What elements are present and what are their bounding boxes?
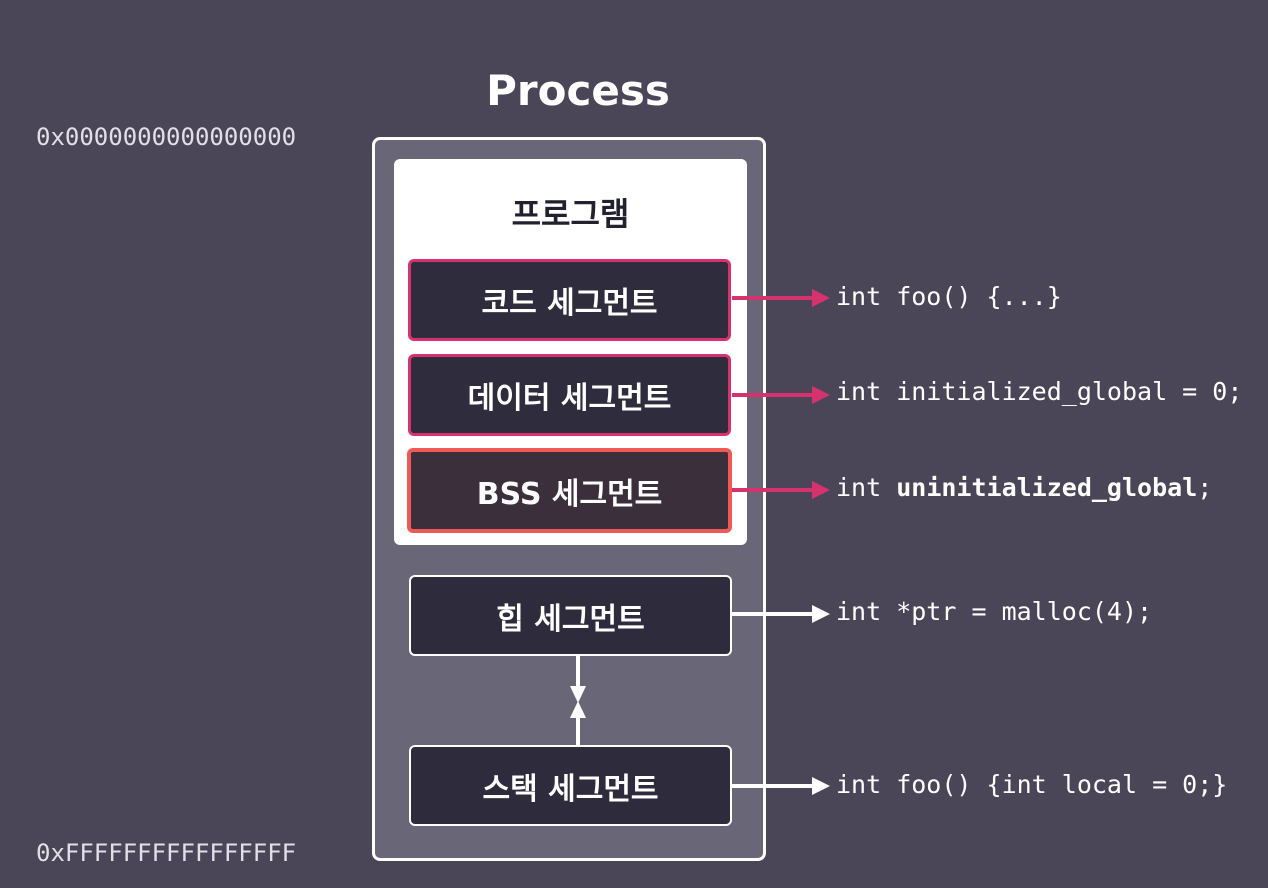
address-start: 0x0000000000000000 [36, 123, 297, 151]
bss-example-suffix: ; [1197, 473, 1213, 502]
bss-example: int uninitialized_global; [836, 473, 1212, 502]
stack-example: int foo() {int local = 0;} [836, 770, 1228, 799]
data-segment-label: 데이터 세그먼트 [467, 381, 672, 416]
code-example: int foo() {...} [836, 282, 1062, 311]
stack-segment-label: 스택 세그먼트 [482, 771, 659, 807]
bss-arrow [732, 481, 830, 499]
bss-example-variable: uninitialized_global [896, 473, 1198, 502]
data-example: int initialized_global = 0; [836, 377, 1243, 406]
stack-growth-arrow [570, 701, 586, 745]
bss-example-prefix: int [836, 473, 897, 502]
data-arrow [732, 386, 830, 404]
code-segment: 코드 세그먼트 [408, 259, 731, 341]
heap-arrow [732, 605, 830, 623]
process-title: Process [486, 66, 670, 115]
stack-arrow [732, 777, 830, 795]
heap-segment-label: 힙 세그먼트 [496, 601, 645, 637]
program-title: 프로그램 [511, 195, 630, 233]
heap-growth-arrow [570, 656, 586, 703]
address-end: 0xFFFFFFFFFFFFFFFF [36, 839, 297, 867]
bss-segment-label: BSS 세그먼트 [476, 476, 663, 512]
stack-segment: 스택 세그먼트 [409, 745, 732, 826]
bss-segment: BSS 세그먼트 [407, 448, 732, 533]
heap-segment: 힙 세그먼트 [409, 575, 732, 656]
code-segment-label: 코드 세그먼트 [481, 286, 658, 321]
data-segment: 데이터 세그먼트 [408, 354, 731, 436]
heap-example: int *ptr = malloc(4); [836, 597, 1153, 626]
code-arrow [732, 289, 830, 307]
